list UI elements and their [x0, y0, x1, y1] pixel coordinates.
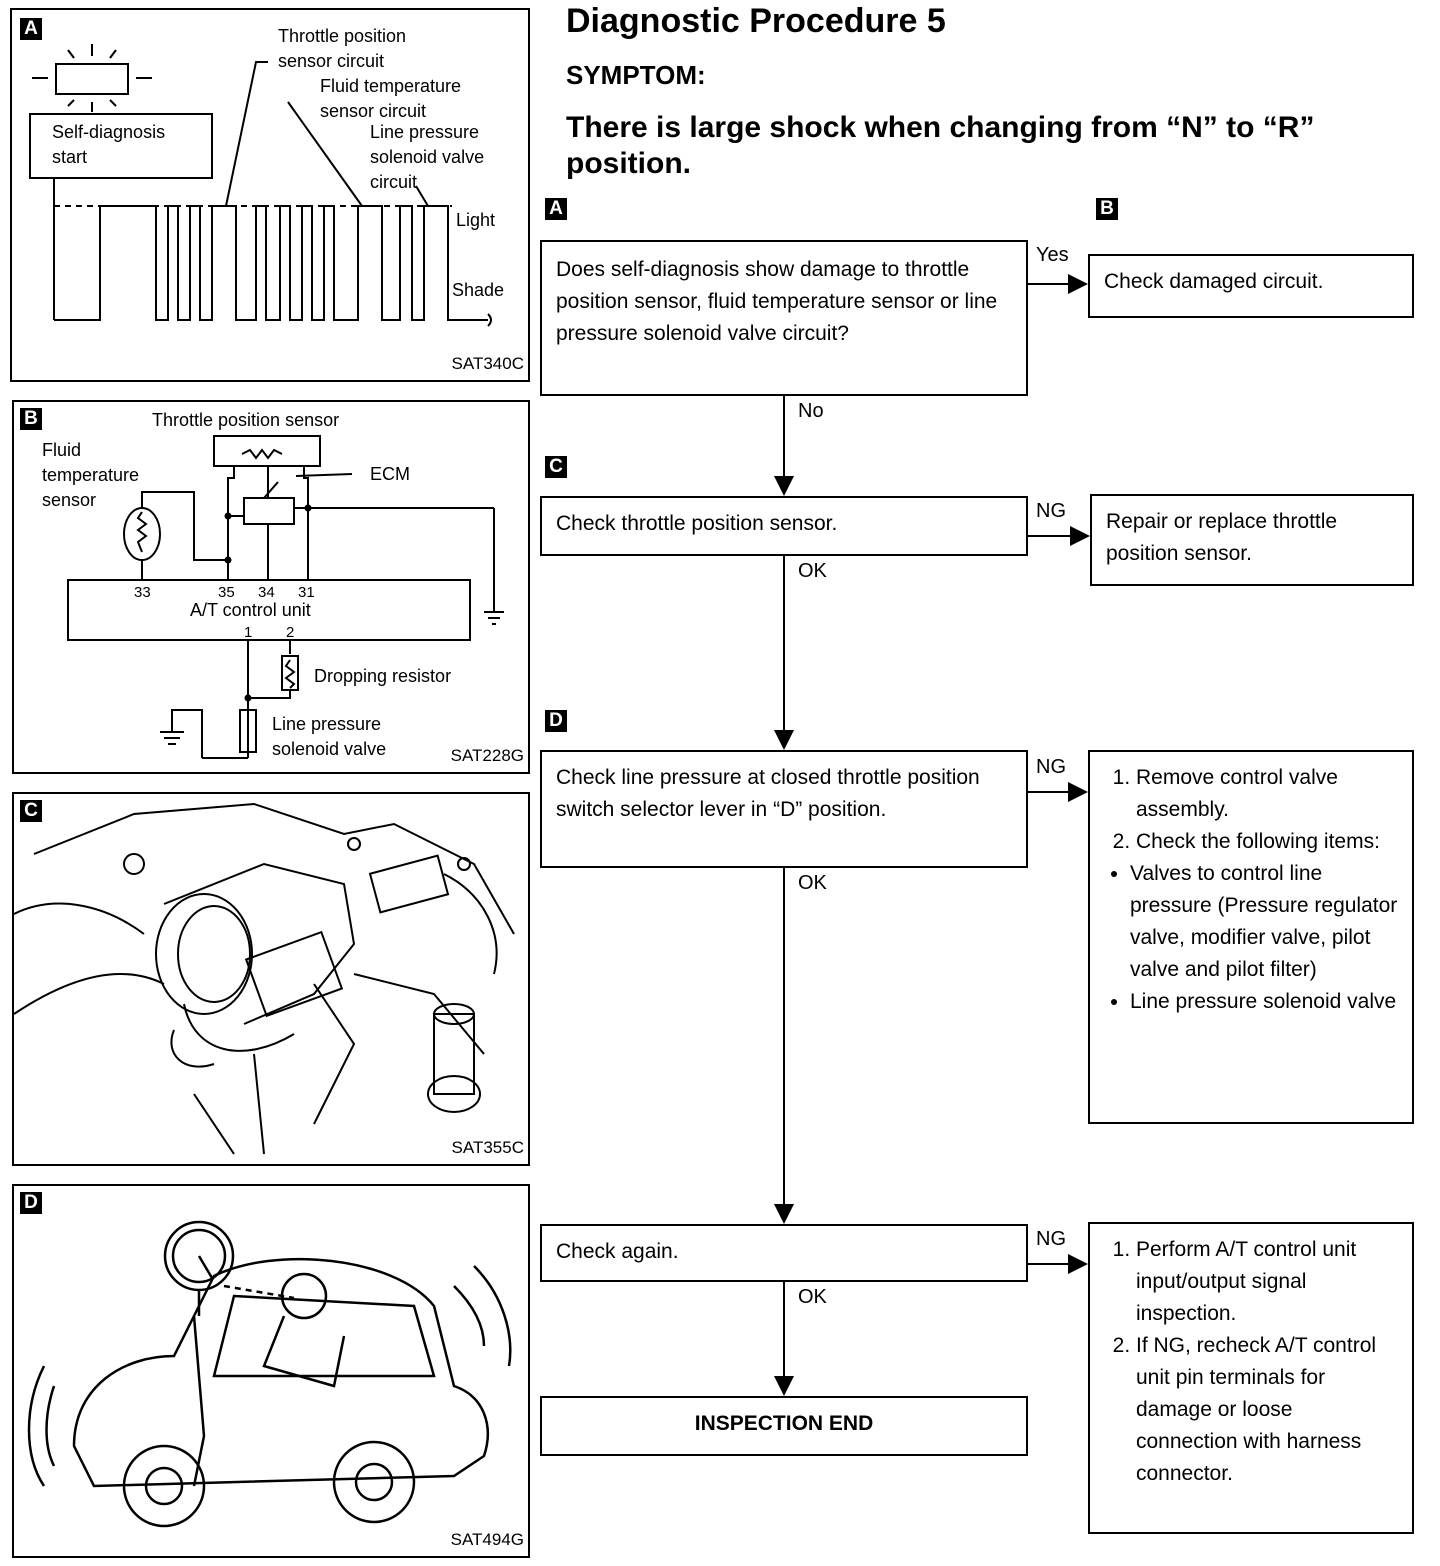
page-title: Diagnostic Procedure 5: [566, 2, 946, 40]
ng-label-d: NG: [1036, 756, 1066, 778]
ok-label-final: OK: [798, 1286, 827, 1308]
ng-final-step: Perform A/T control unit input/output si…: [1136, 1234, 1398, 1330]
throttle-circuit-label: Throttle position sensor circuit: [278, 26, 407, 71]
throttle-body-illustration: [14, 802, 515, 1155]
dropping-resistor-label: Dropping resistor: [314, 666, 452, 686]
flow-tag-a: A: [545, 198, 567, 220]
ng-final-steps: Perform A/T control unit input/output si…: [1106, 1234, 1398, 1490]
panel-d-code: SAT494G: [450, 1530, 524, 1549]
panel-a-tag: A: [20, 18, 42, 40]
ng-final-step: If NG, recheck A/T control unit pin term…: [1136, 1330, 1398, 1490]
check-damaged-circuit-box: Check damaged circuit.: [1088, 254, 1414, 318]
shade-label: Shade: [452, 280, 505, 300]
self-diagnosis-start-label: Self-diagnosis start: [52, 122, 166, 167]
pin-34: 34: [258, 584, 275, 601]
panel-b-wiring-diagram: B: [12, 400, 530, 774]
light-label: Light: [456, 210, 496, 230]
control-unit-label: A/T control unit: [190, 600, 311, 620]
fluid-circuit-label: Fluid temperature sensor circuit: [320, 76, 462, 121]
ng-label-final: NG: [1036, 1228, 1066, 1250]
flow-tag-d: D: [545, 710, 567, 732]
symptom-text: There is large shock when changing from …: [566, 111, 1315, 180]
panel-b-tag: B: [20, 408, 42, 430]
ok-label-d: OK: [798, 872, 827, 894]
question-self-diagnosis: Does self-diagnosis show damage to throt…: [540, 240, 1028, 396]
check-throttle-sensor-box: Check throttle position sensor.: [540, 496, 1028, 556]
ok-label-c: OK: [798, 560, 827, 582]
repair-throttle-sensor-box: Repair or replace throttle position sens…: [1090, 494, 1414, 586]
inspection-end-box: INSPECTION END: [540, 1396, 1028, 1456]
no-label: No: [798, 400, 824, 422]
ng-d-step: Check the following items:: [1136, 826, 1398, 858]
pin-35: 35: [218, 584, 235, 601]
panel-c-throttle-illustration: C SAT355C: [12, 792, 530, 1166]
pin-2: 2: [286, 624, 295, 641]
pin-31: 31: [298, 584, 315, 601]
perform-inspection-box: Perform A/T control unit input/output si…: [1088, 1222, 1414, 1534]
self-diagnosis-waveform: [29, 44, 492, 327]
line-valve-label: Line pressure solenoid valve: [272, 714, 387, 759]
yes-label: Yes: [1036, 244, 1069, 266]
panel-d-road-test-illustration: D SAT494G: [12, 1184, 530, 1558]
throttle-sensor-label: Throttle position sensor: [152, 410, 340, 430]
car-gauge-illustration: [27, 1220, 512, 1528]
panel-a-self-diagnosis: A Self-diagnosis start Throttle position…: [10, 8, 530, 382]
symptom-label: SYMPTOM:: [566, 60, 706, 90]
ecm-label: ECM: [370, 464, 410, 484]
flow-tag-b: B: [1096, 198, 1118, 220]
remove-control-valve-box: Remove control valve assembly. Check the…: [1088, 750, 1414, 1124]
panel-c-code: SAT355C: [451, 1138, 524, 1157]
flow-tag-c: C: [545, 456, 567, 478]
check-line-pressure-box: Check line pressure at closed throttle p…: [540, 750, 1028, 868]
pin-1: 1: [244, 624, 253, 641]
ng-d-bullet: Valves to control line pressure (Pressur…: [1130, 858, 1398, 986]
line-circuit-label: Line pressure solenoid valve circuit: [370, 122, 485, 192]
ng-d-bullet: Line pressure solenoid valve: [1130, 986, 1398, 1018]
pin-33: 33: [134, 584, 151, 601]
check-again-box: Check again.: [540, 1224, 1028, 1282]
panel-d-tag: D: [20, 1192, 42, 1214]
ng-d-steps: Remove control valve assembly. Check the…: [1106, 762, 1398, 858]
wiring-schematic: [67, 435, 504, 759]
ng-d-bullets: Valves to control line pressure (Pressur…: [1106, 858, 1398, 1018]
panel-c-tag: C: [20, 800, 42, 822]
panel-b-code: SAT228G: [450, 746, 524, 765]
fluid-sensor-label: Fluid temperature sensor: [42, 440, 140, 510]
panel-a-code: SAT340C: [451, 354, 524, 373]
ng-d-step: Remove control valve assembly.: [1136, 762, 1398, 826]
ng-label-c: NG: [1036, 500, 1066, 522]
